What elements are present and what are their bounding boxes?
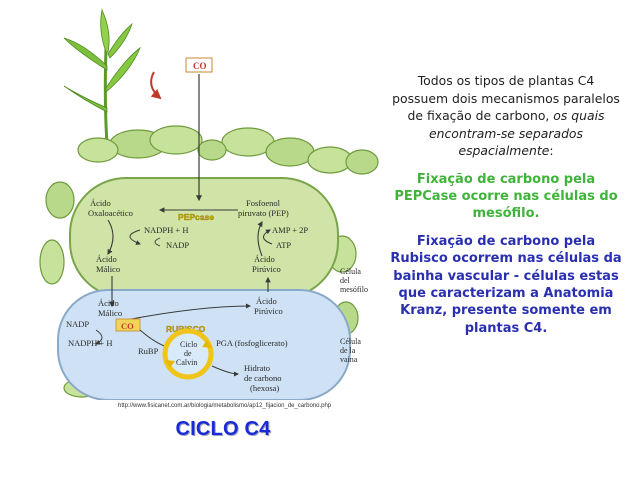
mesophyll-cell: [69, 177, 339, 299]
pep-label-1: Fosfoenol: [246, 198, 281, 208]
malate-to-pyruvate-arrow: [125, 303, 251, 321]
malic-acid-top-label-1: Ácido: [96, 254, 117, 264]
pyruvic-acid-top-label-1: Ácido: [254, 254, 275, 264]
malic-acid-bottom-label-1: Ácido: [98, 298, 119, 308]
pep-label-2: piruvato (PEP): [238, 208, 289, 218]
mesophyll-cell-label-2: del: [340, 276, 351, 285]
nadp-bottom-label: NADP: [66, 319, 89, 329]
intro-italic-text: os quais encontram-se separados espacial…: [429, 108, 605, 158]
atp-consume-arrow: [263, 229, 273, 245]
rubisco-fixation-text: Fixação de carbono pela Rubisco ocorrem …: [390, 233, 622, 336]
co2-top-box: [185, 57, 213, 73]
sheath-cell-label-2: de la: [340, 346, 356, 355]
nadph-bottom-label: NADPH + H: [68, 338, 112, 348]
rubp-label: RuBP: [138, 346, 159, 356]
pyruvic-acid-bottom-label-1: Ácido: [256, 296, 277, 306]
calvin-cycle: Ciclo de Calvin: [162, 328, 214, 380]
pepcase-fixation-text: Fixação de carbono pela PEPCase ocorre n…: [394, 171, 618, 222]
source-url: http://www.fisicanet.com.ar/biologia/met…: [118, 403, 332, 409]
slide-title: CICLO C4: [175, 418, 271, 440]
intro-paragraph: Todos os tipos de plantas C4 possuem doi…: [390, 72, 622, 160]
sheath-cell-label-1: Célula: [340, 337, 361, 346]
amp-label: AMP + 2P: [272, 225, 308, 235]
carbohydrate-label-3: (hexosa): [250, 383, 279, 393]
oxaloacetic-acid-label-1: Ácido: [90, 198, 111, 208]
co2-top-label: CO: [193, 61, 207, 71]
mesophyll-cell-label-1: Célula: [340, 267, 361, 276]
malic-acid-top-label-2: Málico: [96, 264, 120, 274]
nadph-regeneration-arrow: [95, 329, 103, 345]
oaa-to-malate-arrow: [107, 219, 114, 255]
carbohydrate-label-2: de carbono: [244, 373, 282, 383]
text-panel: Todos os tipos de plantas C4 possuem doi…: [390, 72, 622, 337]
intro-text: Todos os tipos de plantas C4 possuem doi…: [392, 73, 620, 123]
c4-cycle-diagram: CO Ácido Oxaloacético Fosfoenol piruvato…: [39, 8, 379, 400]
co2-intake-arrow: [150, 71, 162, 100]
pyruvate-to-pep-arrow: [257, 221, 263, 257]
nadph-consume-arrow: [129, 229, 141, 245]
pyruvic-acid-bottom-label-2: Pirúvico: [254, 306, 283, 316]
pga-label: PGA (fosfoglicerato): [216, 338, 288, 348]
calvin-label-2: de: [184, 349, 192, 358]
upper-mesophyll-cells: [77, 125, 379, 175]
intro-colon: :: [549, 143, 554, 158]
plant-seedling: [63, 8, 141, 159]
nadp-top-label: NADP: [166, 240, 189, 250]
oxaloacetic-acid-label-2: Oxaloacético: [88, 208, 133, 218]
pyruvic-acid-top-label-2: Pirúvico: [252, 264, 281, 274]
mesophyll-cell-label-3: mesófilo: [340, 285, 368, 294]
malic-acid-bottom-label-2: Málico: [98, 308, 122, 318]
co2-bottom-box: [115, 318, 141, 332]
atp-label: ATP: [276, 240, 291, 250]
nadph-regen-top-arrow: [154, 237, 161, 247]
pepcase-label: PEPcase: [178, 212, 214, 222]
calvin-label-1: Ciclo: [180, 340, 197, 349]
sheath-cell-label-3: vaina: [340, 355, 358, 364]
nadph-top-label: NADPH + H: [144, 225, 188, 235]
calvin-to-carbohydrate-arrow: [211, 365, 239, 377]
co2-bottom-label: CO: [121, 321, 134, 331]
calvin-label-3: Calvin: [176, 358, 197, 367]
carbohydrate-label-1: Hidrato: [244, 363, 270, 373]
